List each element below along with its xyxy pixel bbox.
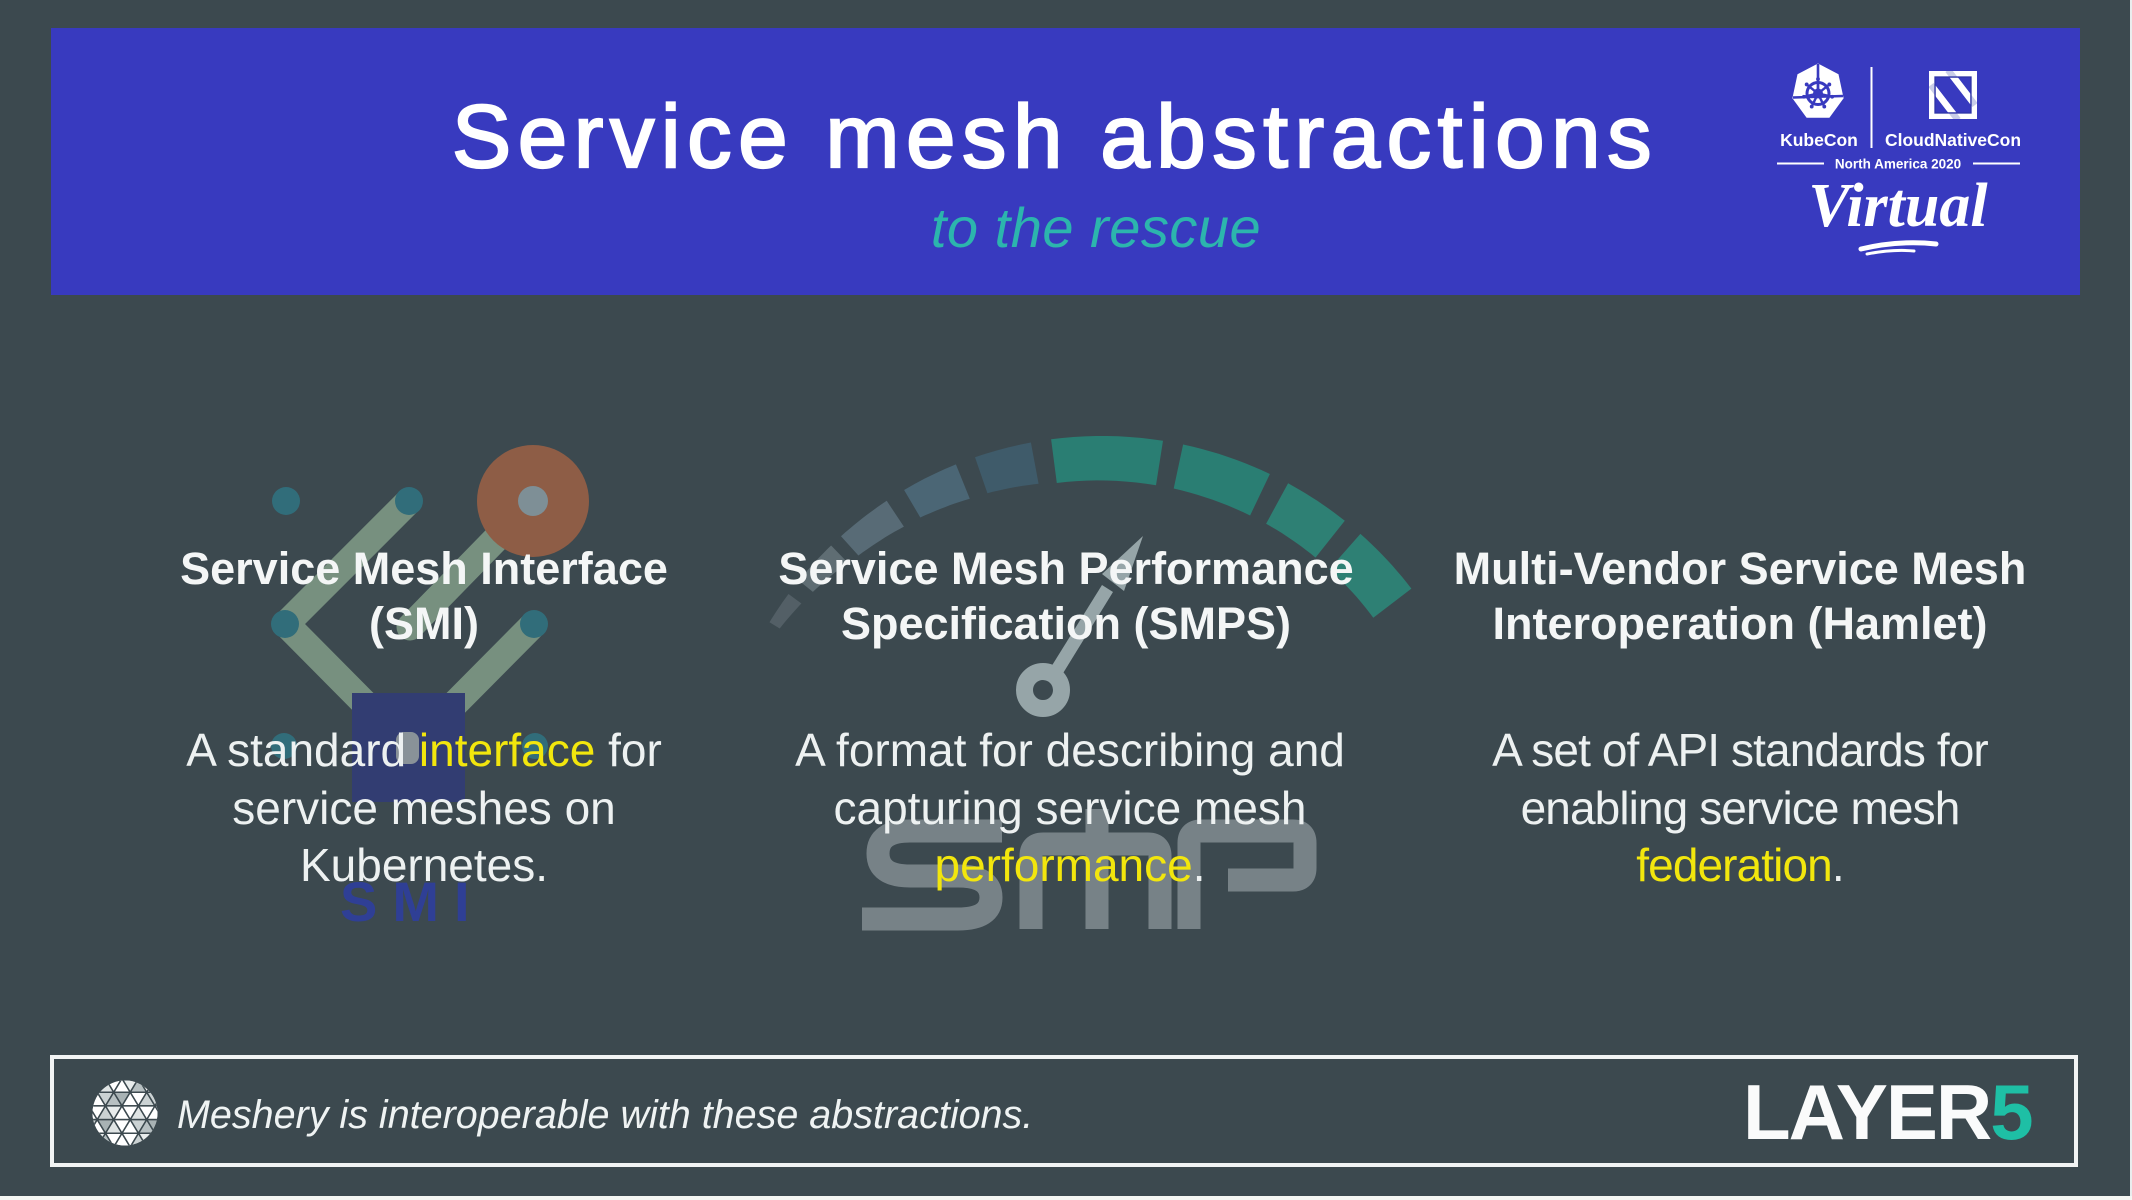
svg-text:SMI: SMI <box>340 870 485 933</box>
svg-text:KubeCon: KubeCon <box>1780 130 1858 150</box>
svg-text:North America 2020: North America 2020 <box>1835 157 1961 172</box>
svg-text:CloudNativeCon: CloudNativeCon <box>1885 130 2021 150</box>
svg-text:Virtual: Virtual <box>1808 172 1988 240</box>
